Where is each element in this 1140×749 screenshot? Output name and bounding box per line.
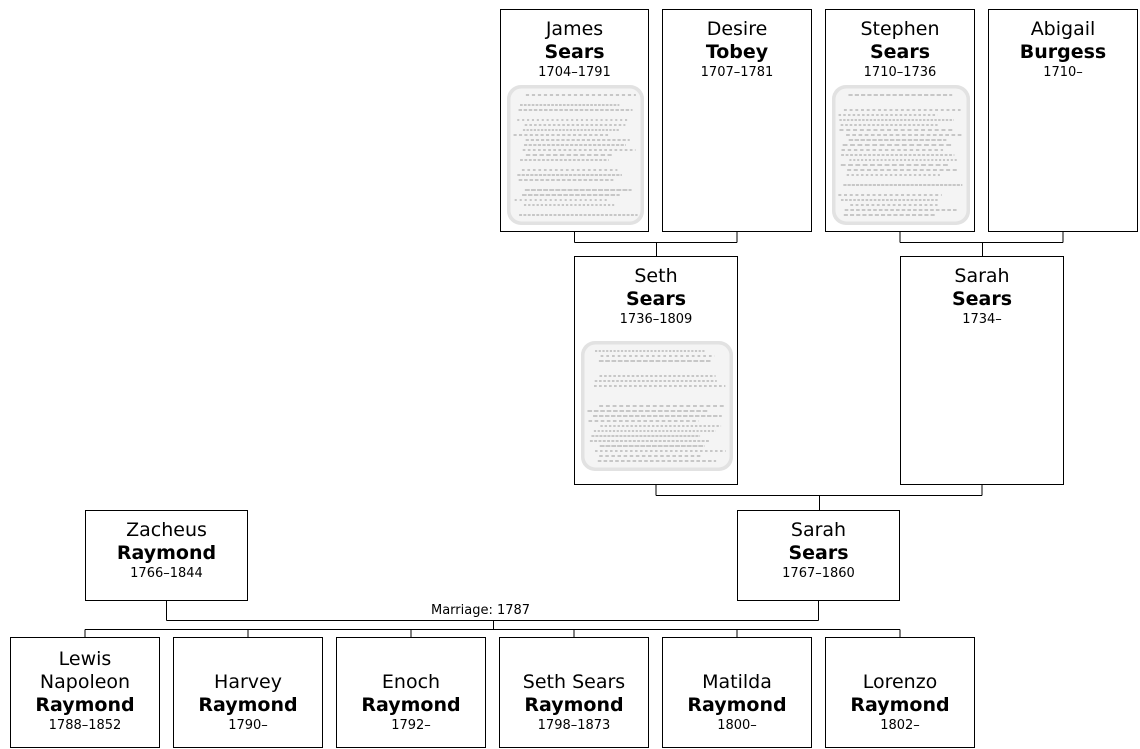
- given-name: Seth Sears: [522, 671, 626, 693]
- surname: Sears: [625, 288, 687, 310]
- given-name: Desire: [706, 18, 768, 40]
- surname: Burgess: [1019, 41, 1107, 63]
- given-name: Sarah: [954, 265, 1010, 287]
- given-name: Matilda: [702, 671, 772, 693]
- surname: Raymond: [198, 694, 298, 716]
- surname: Raymond: [850, 694, 950, 716]
- surname: Raymond: [524, 694, 624, 716]
- surname: Raymond: [116, 542, 217, 564]
- life-dates: 1707–1781: [700, 65, 774, 80]
- document-thumbnail[interactable]: [581, 341, 733, 471]
- surname: Raymond: [35, 694, 135, 716]
- life-dates: 1736–1809: [619, 312, 693, 327]
- life-dates: 1734–: [962, 312, 1002, 327]
- life-dates: 1790–: [228, 718, 268, 733]
- given-name: Harvey: [214, 671, 282, 693]
- given-name: Zacheus: [126, 519, 207, 541]
- document-thumbnail[interactable]: [507, 85, 644, 225]
- life-dates: 1802–: [880, 718, 920, 733]
- life-dates: 1788–1852: [48, 718, 122, 733]
- given-name: Lewis Napoleon: [39, 648, 131, 693]
- life-dates: 1710–: [1043, 65, 1083, 80]
- life-dates: 1792–: [391, 718, 431, 733]
- surname: Sears: [788, 542, 849, 564]
- life-dates: 1704–1791: [538, 65, 611, 80]
- given-name: James: [545, 18, 604, 40]
- document-thumbnail[interactable]: [832, 85, 970, 225]
- surname: Raymond: [361, 694, 461, 716]
- life-dates: 1800–: [717, 718, 757, 733]
- given-name: Lorenzo: [862, 671, 938, 693]
- given-name: Seth: [634, 265, 678, 287]
- given-name: Stephen: [860, 18, 940, 40]
- surname: Sears: [544, 41, 605, 63]
- surname: Raymond: [687, 694, 787, 716]
- life-dates: 1798–1873: [537, 718, 611, 733]
- life-dates: 1766–1844: [130, 566, 203, 581]
- life-dates: 1767–1860: [782, 566, 855, 581]
- given-name: Enoch: [381, 671, 441, 693]
- life-dates: 1710–1736: [863, 65, 937, 80]
- surname: Sears: [869, 41, 931, 63]
- given-name: Abigail: [1030, 18, 1096, 40]
- surname: Tobey: [705, 41, 769, 63]
- given-name: Sarah: [790, 519, 847, 541]
- marriage-label: Marriage: 1787: [430, 603, 532, 618]
- surname: Sears: [951, 288, 1013, 310]
